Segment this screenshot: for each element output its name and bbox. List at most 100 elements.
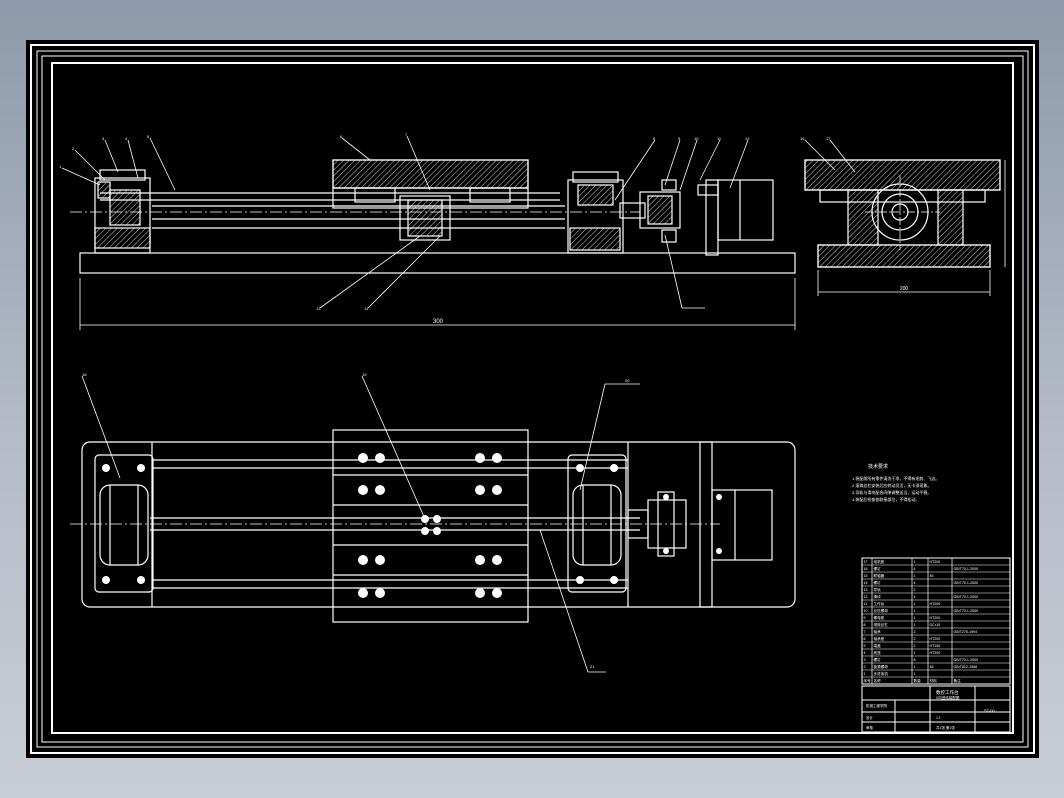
notes-line-1: 1.装配前所有零件清洗干净，不得有毛刺、飞边。 bbox=[852, 475, 939, 481]
svg-text:12: 12 bbox=[745, 136, 750, 141]
side-section-view bbox=[804, 159, 1006, 296]
bom-cell-qty: 1 bbox=[914, 623, 916, 627]
bom-cell-note: GB/T70.1-2000 bbox=[954, 567, 979, 571]
notes-line-2: 2.滚珠丝杠安装后应转动灵活，无卡滞现象。 bbox=[852, 482, 931, 488]
bom-cell-qty: 数量 bbox=[914, 678, 922, 683]
bom-header-row: 序号名称数量材料备注 bbox=[864, 678, 962, 683]
bom-cell-material: GCr15 bbox=[930, 623, 941, 627]
svg-text:1: 1 bbox=[59, 164, 62, 169]
bom-cell-note: GB/T70.1-2000 bbox=[954, 595, 979, 599]
bom-row: 16 螺钉 4 GB/T70.1-2000 bbox=[864, 566, 979, 571]
bom-cell-qty: 1 bbox=[914, 602, 916, 606]
top-leaders bbox=[81, 375, 640, 673]
svg-text:9: 9 bbox=[678, 136, 681, 141]
svg-text:19: 19 bbox=[362, 372, 367, 377]
bom-cell-name: 螺钉 bbox=[874, 566, 882, 571]
svg-text:17: 17 bbox=[826, 136, 831, 141]
title-scale: 1:1 bbox=[936, 716, 941, 720]
bom-cell-qty: 2 bbox=[914, 588, 916, 592]
bom-cell-no: 15 bbox=[864, 574, 868, 578]
bom-cell-name: 滑块 bbox=[874, 594, 882, 599]
bom-cell-qty: 1 bbox=[914, 616, 916, 620]
bom-cell-name: 螺母座 bbox=[874, 615, 885, 620]
bom-cell-note: GB/T812-1988 bbox=[954, 665, 978, 669]
bom-cell-qty: 8 bbox=[914, 658, 916, 662]
bom-cell-no: 10 bbox=[864, 609, 868, 613]
svg-text:21: 21 bbox=[590, 664, 595, 669]
svg-text:18: 18 bbox=[82, 372, 87, 377]
bom-cell-qty: 1 bbox=[914, 560, 916, 564]
svg-text:14: 14 bbox=[364, 306, 369, 311]
title-designer: 设计 bbox=[866, 715, 874, 720]
front-balloons: 1 2 3 4 5 6 7 8 9 10 11 12 13 14 bbox=[59, 132, 750, 311]
side-balloons: 16 17 bbox=[800, 136, 831, 141]
bom-cell-no: 9 bbox=[864, 616, 866, 620]
bom-cell-name: 步进电机 bbox=[874, 671, 889, 676]
title-drawing-name: 数控工作台 bbox=[936, 689, 959, 696]
bom-cell-qty: 1 bbox=[914, 665, 916, 669]
top-view bbox=[70, 429, 796, 623]
dim-overall-length: 300 bbox=[433, 319, 444, 325]
bom-cell-name: 轴承 bbox=[874, 629, 882, 634]
bom-cell-name: 联轴器 bbox=[874, 573, 885, 578]
bom-cell-qty: 1 bbox=[914, 651, 916, 655]
bom-cell-no: 序号 bbox=[864, 678, 872, 683]
dim-side-width: 200 bbox=[900, 286, 909, 292]
svg-text:13: 13 bbox=[316, 306, 321, 311]
bom-cell-name: 底座 bbox=[874, 650, 882, 655]
bom-cell-no: 16 bbox=[864, 567, 868, 571]
bom-cell-note: GB/T276-1994 bbox=[954, 630, 978, 634]
bom-cell-qty: 2 bbox=[914, 630, 916, 634]
bom-cell-qty: 4 bbox=[914, 567, 916, 571]
bom-cell-note: GB/T70.1-2000 bbox=[954, 581, 979, 585]
bom-cell-no: 13 bbox=[864, 588, 868, 592]
bom-cell-qty: 1 bbox=[914, 574, 916, 578]
title-block bbox=[861, 685, 1011, 733]
bom-cell-material: HT200 bbox=[930, 637, 941, 641]
bom-cell-no: 14 bbox=[864, 581, 868, 585]
bom-cell-name: 名称 bbox=[874, 678, 882, 683]
bom-cell-material: 45 bbox=[930, 665, 934, 669]
bom-cell-no: 12 bbox=[864, 595, 868, 599]
title-subtitle: X向进给装配图 bbox=[936, 695, 960, 700]
technical-notes: 技术要求 1.装配前所有零件清洗干净，不得有毛刺、飞边。 2.滚珠丝杠安装后应转… bbox=[852, 463, 939, 502]
bom-cell-note: GB/T70.1-2000 bbox=[954, 658, 979, 662]
bom-cell-name: 丝杠螺母 bbox=[874, 608, 889, 613]
bom-cell-no: 5 bbox=[864, 644, 866, 648]
svg-text:3: 3 bbox=[102, 136, 105, 141]
bom-cell-qty: 2 bbox=[914, 644, 916, 648]
notes-line-4: 4.装配后检查各联接部位，不得松动。 bbox=[852, 496, 919, 502]
bom-cell-name: 锁紧螺母 bbox=[874, 664, 889, 669]
svg-text:2: 2 bbox=[72, 146, 75, 151]
side-leaders bbox=[804, 139, 856, 173]
front-section-view bbox=[70, 159, 796, 330]
bom-cell-name: 螺钉 bbox=[874, 580, 882, 585]
bom-cell-no: 2 bbox=[864, 665, 866, 669]
svg-text:6: 6 bbox=[340, 134, 343, 139]
bom-cell-no: 8 bbox=[864, 623, 866, 627]
title-checker: 审核 bbox=[866, 725, 874, 730]
bom-cell-name: 滚珠丝杠 bbox=[874, 622, 889, 627]
bom-cell-name: 工作台 bbox=[874, 601, 885, 606]
svg-text:7: 7 bbox=[405, 132, 408, 137]
bom-row: 2 锁紧螺母 1 45 GB/T812-1988 bbox=[864, 664, 978, 669]
front-leaders bbox=[61, 135, 749, 309]
bom-cell-material: HT200 bbox=[930, 560, 941, 564]
bom-cell-note: 备注 bbox=[954, 678, 962, 683]
svg-text:10: 10 bbox=[694, 136, 699, 141]
notes-title: 技术要求 bbox=[868, 463, 888, 470]
bom-cell-material: HT150 bbox=[930, 644, 941, 648]
